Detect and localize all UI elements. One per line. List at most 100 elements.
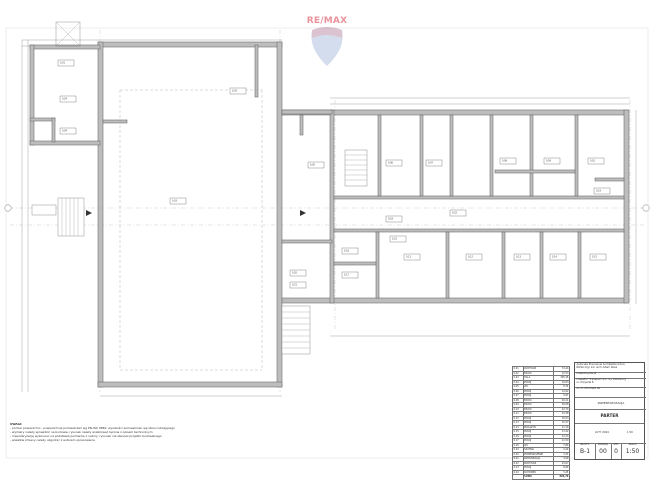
rev-cell: REWIZJA 00 (595, 443, 612, 459)
wall (489, 114, 494, 197)
entrance-stairs-bottom (281, 305, 311, 355)
wall (97, 41, 283, 48)
rev-label: REWIZJA (597, 443, 609, 446)
office-line: Autorska Pracownia Architektoniczna (576, 363, 625, 366)
wall (254, 44, 259, 98)
room-tag: 0.23 (389, 235, 407, 243)
room-tag-code: 0.10 (590, 160, 595, 163)
section-marks (86, 210, 306, 216)
wall (333, 261, 377, 266)
room-tag: 0.10 (587, 157, 605, 165)
wall (29, 117, 56, 122)
room-tag-code: 0.11 (406, 256, 411, 259)
room-tag-code: 0.14 (552, 256, 557, 259)
wall (539, 231, 544, 299)
room-tag: 0.15 (589, 253, 607, 261)
notes-title: UWAGI: (10, 422, 23, 426)
room-tag: 0.13 (513, 253, 531, 261)
wall (445, 231, 450, 299)
dimension-lines (21, 39, 637, 397)
watermark-brand: RE/MAX (306, 16, 348, 26)
room-tag-code: 0.19 (596, 190, 601, 193)
room-tag: 0.05 (307, 161, 325, 169)
room-tag-code: 0.01 (60, 62, 65, 65)
room-tag: 0.20 (289, 269, 307, 277)
room-tag-code: 0.20 (292, 272, 297, 275)
stair-tower (55, 21, 81, 47)
scale-cell: SKALA 1:50 (621, 443, 644, 459)
room-tag: 0.04 (59, 127, 77, 135)
wall (377, 114, 382, 197)
title-block: Autorska Pracownia Architektoniczna ROSA… (574, 362, 646, 460)
room-tag-code: 0.24 (62, 98, 67, 101)
room-tag-code: 0.23 (392, 238, 397, 241)
room-tag-code: 0.04 (62, 130, 67, 133)
wall (29, 44, 101, 50)
address-row: ul. M. WYCISKA 40 (575, 387, 646, 398)
wall (281, 239, 333, 244)
room-tag-code: 0.07 (428, 162, 433, 165)
sheet-number-row: NR RYS. B-1 REWIZJA 00 STR. 0 SKALA 1:50 (575, 443, 644, 459)
wall (574, 114, 579, 197)
wall (333, 195, 625, 200)
wall (419, 114, 424, 197)
wall (97, 381, 283, 388)
room-tag-code: 0.02 (232, 90, 237, 93)
room-tag-code: 0.03 (172, 200, 177, 203)
room-tag: 0.12 (465, 253, 483, 261)
drawing-notes: UWAGI: - pomiar powierzchni - powierzchn… (10, 422, 430, 442)
hall-walls (97, 41, 283, 388)
room-tag-code: 0.13 (516, 256, 521, 259)
room-tag-code: 0.16 (344, 250, 349, 253)
room-tag-code: 0.22 (452, 212, 457, 215)
section-arrow-icon (86, 210, 92, 216)
office-wing-walls (281, 109, 630, 304)
wall (375, 231, 380, 299)
sheet-type-row: INWENTARYZACJA (575, 397, 646, 410)
room-tag: 0.08 (499, 157, 517, 165)
room-tag: 0.16 (341, 247, 359, 255)
wall (51, 117, 56, 143)
wall (529, 114, 534, 197)
wall (494, 169, 576, 174)
room-tag-code: 0.05 (310, 164, 315, 167)
wall (299, 114, 304, 136)
wall (329, 109, 335, 304)
wall (501, 231, 506, 299)
internal-stair (344, 149, 368, 187)
wall (449, 114, 454, 197)
notes-line: - pomiar powierzchni - powierzchnie pomi… (10, 426, 175, 430)
page-cell: STR. 0 (611, 443, 622, 459)
scale-value: 1:50 (625, 448, 640, 455)
room-tag: 0.02 (229, 87, 247, 95)
room-tags: 0.01 0.02 0.03 0.04 0.05 0.06 0.07 0.08 … (57, 59, 611, 289)
room-tag-code: 0.17 (344, 274, 349, 277)
room-tag: 0.22 (449, 209, 467, 217)
drawing-sheet: 0.01 0.02 0.03 0.04 0.05 0.06 0.07 0.08 … (4, 16, 650, 480)
scale-label: SKALA (628, 443, 637, 446)
room-tag-code: 0.21 (292, 284, 297, 287)
date: LUTY 2024 (595, 431, 609, 434)
room-tag-code: 0.15 (592, 256, 597, 259)
wall (29, 140, 101, 146)
room-tag: 0.11 (403, 253, 421, 261)
client-row: Inwestor: Transport S.C. S.J. Dzierżony … (575, 378, 646, 388)
page-value: 0 (614, 448, 618, 455)
sheet-no-label: NR RYS. (580, 443, 590, 446)
room-tag: 0.03 (169, 197, 187, 205)
date-scale-row: LUTY 2024 1:50 (575, 423, 646, 444)
room-tag: 0.07 (425, 159, 443, 167)
view-row: PARTER (575, 409, 644, 424)
office-info: Autorska Pracownia Architektoniczna ROSA… (575, 363, 646, 373)
notes-line: - inwentaryzację wykonano na podstawie p… (10, 434, 162, 438)
room-tag: 0.18 (385, 215, 403, 223)
wall (276, 41, 283, 388)
rev-value: 00 (599, 448, 607, 455)
total-value: 806,70 (552, 474, 571, 480)
section-arrow-icon (300, 210, 306, 216)
room-tag: 0.09 (543, 157, 561, 165)
floor-plan: 0.01 0.02 0.03 0.04 0.05 0.06 0.07 0.08 … (4, 21, 650, 459)
